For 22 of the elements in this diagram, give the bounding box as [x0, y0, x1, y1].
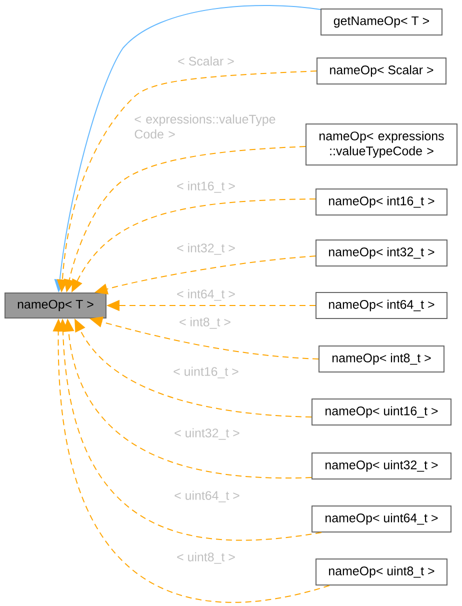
class-box: nameOp< uint64_t > [312, 506, 452, 532]
class-box: nameOp< uint16_t > [312, 398, 452, 426]
edge-label: < int16_t > [176, 180, 236, 194]
class-box: nameOp< int8_t > [318, 346, 444, 372]
edge-label: < uint64_t > [173, 490, 241, 504]
class-box: nameOp< uint8_t > [316, 558, 448, 586]
class-box: nameOp< int16_t > [316, 188, 448, 216]
class-box: nameOp< T > [4, 292, 106, 318]
edge-label: < int64_t > [176, 288, 236, 302]
class-box: nameOp< Scalar > [316, 58, 446, 84]
class-box: nameOp< int64_t > [316, 292, 448, 319]
edge-label: < uint8_t > [176, 551, 236, 565]
edge-label: < uint32_t > [173, 427, 241, 441]
edge-label: < int8_t > [178, 316, 232, 330]
class-box: nameOp< int32_t > [316, 240, 448, 266]
edge-label: < expressions::valueType Code > [133, 113, 286, 140]
edge-label: < uint16_t > [172, 366, 240, 380]
class-box: nameOp< uint32_t > [312, 452, 452, 480]
class-box: getNameOp< T > [320, 8, 442, 36]
edge-label: < int32_t > [176, 242, 236, 256]
edge-label: < Scalar > [176, 55, 236, 67]
class-box: nameOp< expressions ::valueTypeCode > [306, 124, 458, 166]
